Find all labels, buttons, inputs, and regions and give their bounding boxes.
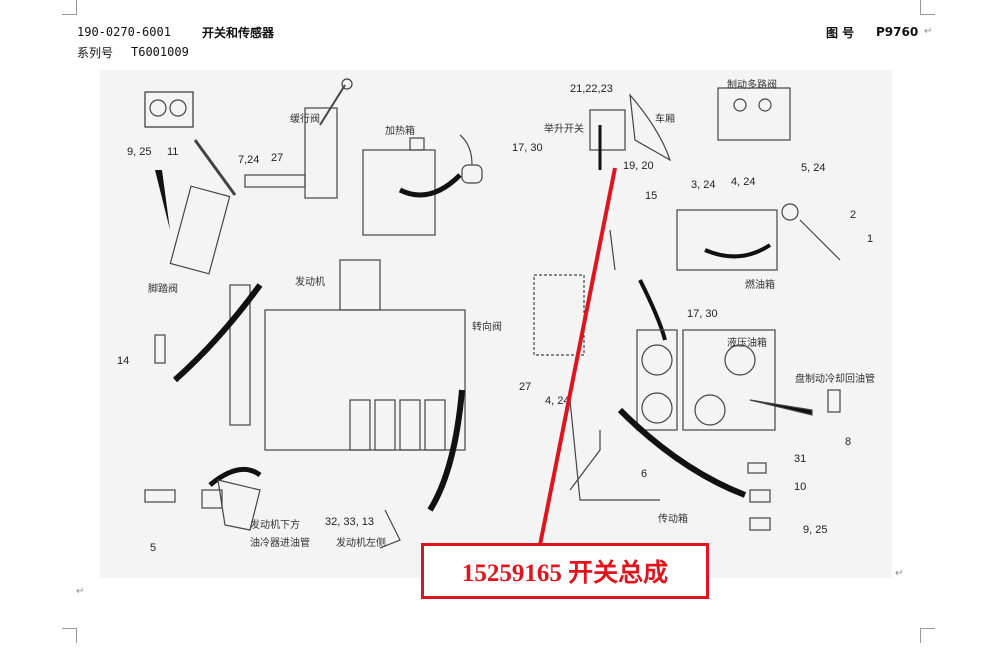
- crop-mark: [62, 0, 77, 15]
- crop-mark: [62, 628, 77, 643]
- parts-diagram: 9, 25 11 7,24 27 17, 30 21,22,23 19, 20 …: [100, 70, 892, 578]
- crop-mark: [920, 0, 935, 15]
- label-1: 1: [867, 233, 874, 245]
- label-5: 5: [150, 542, 157, 554]
- label-5-24: 5, 24: [801, 162, 826, 174]
- label-17-30-mid: 17, 30: [687, 308, 718, 320]
- paragraph-mark: ↵: [76, 586, 85, 597]
- label-27-mid: 27: [519, 381, 532, 393]
- series-label: 系列号: [77, 46, 114, 60]
- doc-title: 开关和传感器: [202, 26, 275, 40]
- paragraph-mark: ↵: [924, 26, 933, 37]
- label-2: 2: [850, 209, 857, 221]
- label-17-30-top: 17, 30: [512, 142, 543, 154]
- label-6: 6: [641, 468, 648, 480]
- label-21-22-23: 21,22,23: [570, 83, 613, 95]
- diagram-drawing: [144, 78, 841, 549]
- label-32-33-13: 32, 33, 13: [325, 516, 374, 528]
- component-slow-valve: 缓行阀: [290, 114, 320, 125]
- component-engine: 发动机: [295, 277, 325, 288]
- figure-label: 图 号: [826, 26, 855, 40]
- label-8: 8: [845, 436, 852, 448]
- component-hydraulic-tank: 液压油箱: [727, 338, 767, 349]
- label-14: 14: [117, 355, 130, 367]
- component-engine-below: 发动机下方: [250, 520, 300, 531]
- component-lift-switch: 举升开关: [544, 124, 584, 135]
- component-cab: 车厢: [655, 114, 675, 125]
- component-engine-left: 发动机左侧: [336, 538, 386, 549]
- component-brake-cooling-return: 盘制动冷却回油管: [795, 374, 875, 385]
- component-steering-valve: 转向阀: [472, 322, 502, 333]
- component-heater-box: 加热箱: [385, 126, 415, 137]
- label-7-24: 7,24: [238, 154, 260, 166]
- series-number: T6001009: [131, 45, 189, 59]
- label-10: 10: [794, 481, 807, 493]
- callout-box: 15259165 开关总成: [421, 543, 709, 599]
- label-11: 11: [167, 146, 179, 158]
- label-15: 15: [645, 190, 658, 202]
- callout-line: [538, 167, 617, 546]
- crop-mark: [920, 628, 935, 643]
- label-4-24-mid: 4, 24: [545, 395, 570, 407]
- component-oil-cooler-inlet: 油冷器进油管: [250, 538, 310, 549]
- callout-text: 15259165 开关总成: [461, 560, 669, 587]
- label-9-25-bot: 9, 25: [803, 524, 828, 536]
- label-3-24: 3, 24: [691, 179, 716, 191]
- component-transmission: 传动箱: [658, 514, 688, 525]
- component-brake-multi-valve: 制动多路阀: [727, 80, 777, 91]
- component-pedal-valve: 脚踏阀: [148, 284, 178, 295]
- label-19-20: 19, 20: [623, 160, 654, 172]
- component-fuel-tank: 燃油箱: [745, 280, 775, 291]
- label-31: 31: [794, 453, 807, 465]
- doc-code: 190-0270-6001: [77, 25, 171, 39]
- figure-number: P9760: [876, 25, 919, 39]
- label-27-top: 27: [271, 152, 284, 164]
- paragraph-mark: ↵: [895, 568, 904, 579]
- label-9-25-top: 9, 25: [127, 146, 152, 158]
- label-4-24-top: 4, 24: [731, 176, 756, 188]
